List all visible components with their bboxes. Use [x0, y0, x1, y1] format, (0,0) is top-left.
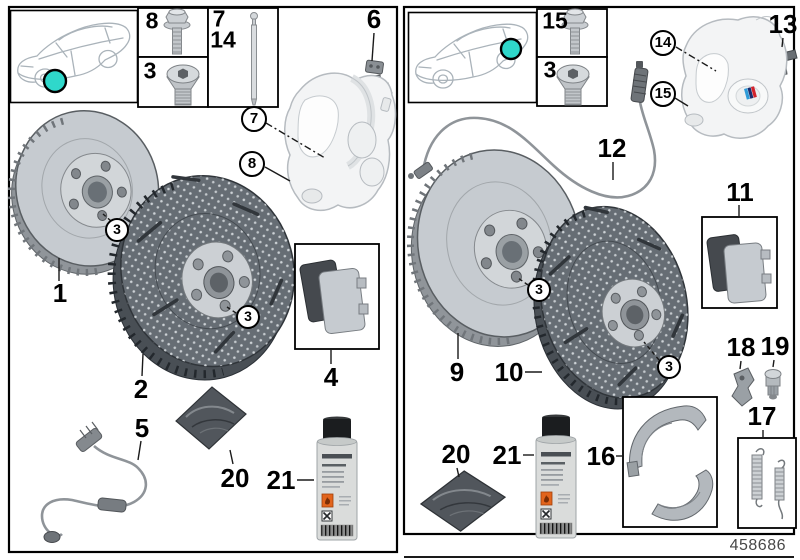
rear-axle-marker[interactable]: [499, 37, 523, 61]
diagram-number: 458686: [729, 537, 786, 554]
callout-circled-3-front-a[interactable]: 3: [105, 218, 129, 242]
callout-11[interactable]: 11: [726, 177, 754, 207]
callout-16[interactable]: 16: [586, 441, 616, 471]
shoe-spring-kit: [737, 437, 797, 529]
callout-circled-8[interactable]: 8: [239, 151, 265, 177]
legend-label-3-rear[interactable]: 3: [543, 56, 557, 83]
callout-21-front[interactable]: 21: [266, 465, 296, 495]
parking-brake-shoes: [622, 396, 718, 528]
front-wear-sensor: [40, 421, 148, 543]
front-fastener-legend: [137, 7, 279, 108]
callout-12[interactable]: 12: [597, 133, 627, 163]
callout-18[interactable]: 18: [726, 332, 756, 362]
callout-2[interactable]: 2: [133, 374, 149, 404]
front-paste-packet: [175, 386, 247, 450]
callout-1[interactable]: 1: [52, 278, 68, 308]
legend-label-7[interactable]: 7: [212, 5, 226, 32]
callout-13[interactable]: 13: [768, 9, 798, 39]
callout-6[interactable]: 6: [366, 4, 382, 34]
rear-cleaner-can: [535, 413, 577, 539]
callout-10[interactable]: 10: [494, 357, 524, 387]
callout-circled-14[interactable]: 14: [650, 30, 676, 56]
legend-label-15[interactable]: 15: [542, 7, 568, 34]
callout-4[interactable]: 4: [323, 362, 339, 392]
panel-frames: [7, 5, 796, 558]
front-cleaner-can: [316, 415, 358, 541]
rear-pad-set: [701, 216, 778, 309]
callout-17[interactable]: 17: [747, 401, 777, 431]
callout-circled-7[interactable]: 7: [241, 106, 267, 132]
front-car-locator: [9, 9, 139, 104]
callout-9[interactable]: 9: [449, 357, 465, 387]
rear-wear-sensor: [408, 61, 657, 199]
callout-circled-15[interactable]: 15: [650, 81, 676, 107]
legend-label-14[interactable]: 14: [210, 26, 236, 53]
guide-pin-icon: [250, 12, 258, 106]
legend-label-3[interactable]: 3: [143, 57, 157, 84]
callout-circled-3-rear-a[interactable]: 3: [527, 278, 551, 302]
leader-lines: [58, 32, 784, 481]
callout-circled-3-rear-b[interactable]: 3: [657, 355, 681, 379]
rear-caliper: [681, 16, 788, 139]
legend-label-8[interactable]: 8: [145, 7, 159, 34]
callout-19[interactable]: 19: [760, 331, 790, 361]
front-disc-vented: [7, 110, 160, 276]
callout-20-front[interactable]: 20: [220, 463, 250, 493]
rear-fastener-legend: [536, 8, 608, 107]
callout-20-rear[interactable]: 20: [441, 439, 471, 469]
callout-5[interactable]: 5: [134, 413, 150, 443]
shoe-adjuster: [731, 367, 755, 407]
rear-disc-sport: [531, 205, 689, 410]
callout-21-rear[interactable]: 21: [492, 440, 522, 470]
rear-paste-packet: [419, 469, 507, 533]
rear-car-locator: [407, 11, 538, 104]
shoe-expander: [764, 369, 782, 400]
m-sport-badge: [744, 86, 757, 100]
front-axle-marker[interactable]: [42, 68, 68, 94]
callout-circled-3-front-b[interactable]: 3: [236, 305, 260, 329]
front-pad-set: [294, 243, 380, 350]
front-caliper: [284, 72, 397, 212]
